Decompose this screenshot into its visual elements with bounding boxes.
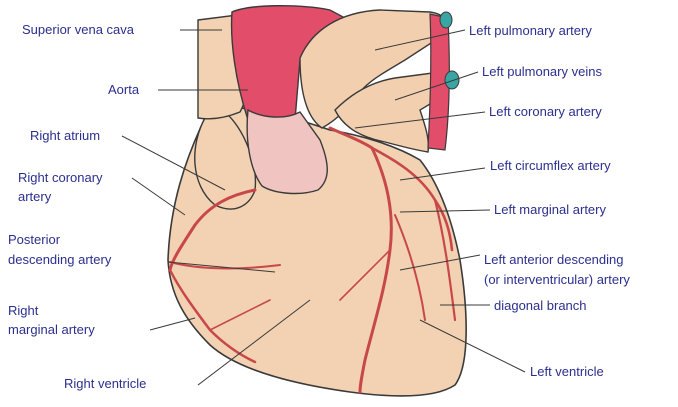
label-posterior-descending-line1: Posterior	[8, 232, 60, 248]
label-diagonal-branch: diagonal branch	[494, 298, 587, 314]
label-right-ventricle: Right ventricle	[64, 376, 146, 392]
label-superior-vena-cava: Superior vena cava	[22, 22, 134, 38]
label-left-pulmonary-artery: Left pulmonary artery	[469, 23, 592, 39]
label-left-anterior-descending-line1: Left anterior descending	[484, 252, 623, 268]
label-left-pulmonary-veins: Left pulmonary veins	[482, 64, 602, 80]
label-right-marginal-line1: Right	[8, 303, 38, 319]
label-left-circumflex-artery: Left circumflex artery	[490, 158, 611, 174]
leader-right-marginal	[150, 318, 195, 330]
label-right-coronary-artery-line1: Right coronary	[18, 170, 103, 186]
label-left-anterior-descending-line2: (or interventricular) artery	[484, 272, 630, 288]
label-aorta: Aorta	[108, 82, 139, 98]
pulmonary-artery-opening	[440, 12, 452, 28]
label-left-coronary-artery: Left coronary artery	[489, 104, 602, 120]
label-right-coronary-artery-line2: artery	[18, 189, 51, 205]
label-posterior-descending-line2: descending artery	[8, 252, 111, 268]
pulmonary-vein-opening	[445, 71, 459, 89]
label-right-atrium: Right atrium	[30, 128, 100, 144]
label-left-marginal-artery: Left marginal artery	[494, 202, 606, 218]
label-right-marginal-line2: marginal artery	[8, 322, 95, 338]
label-left-ventricle: Left ventricle	[530, 364, 604, 380]
